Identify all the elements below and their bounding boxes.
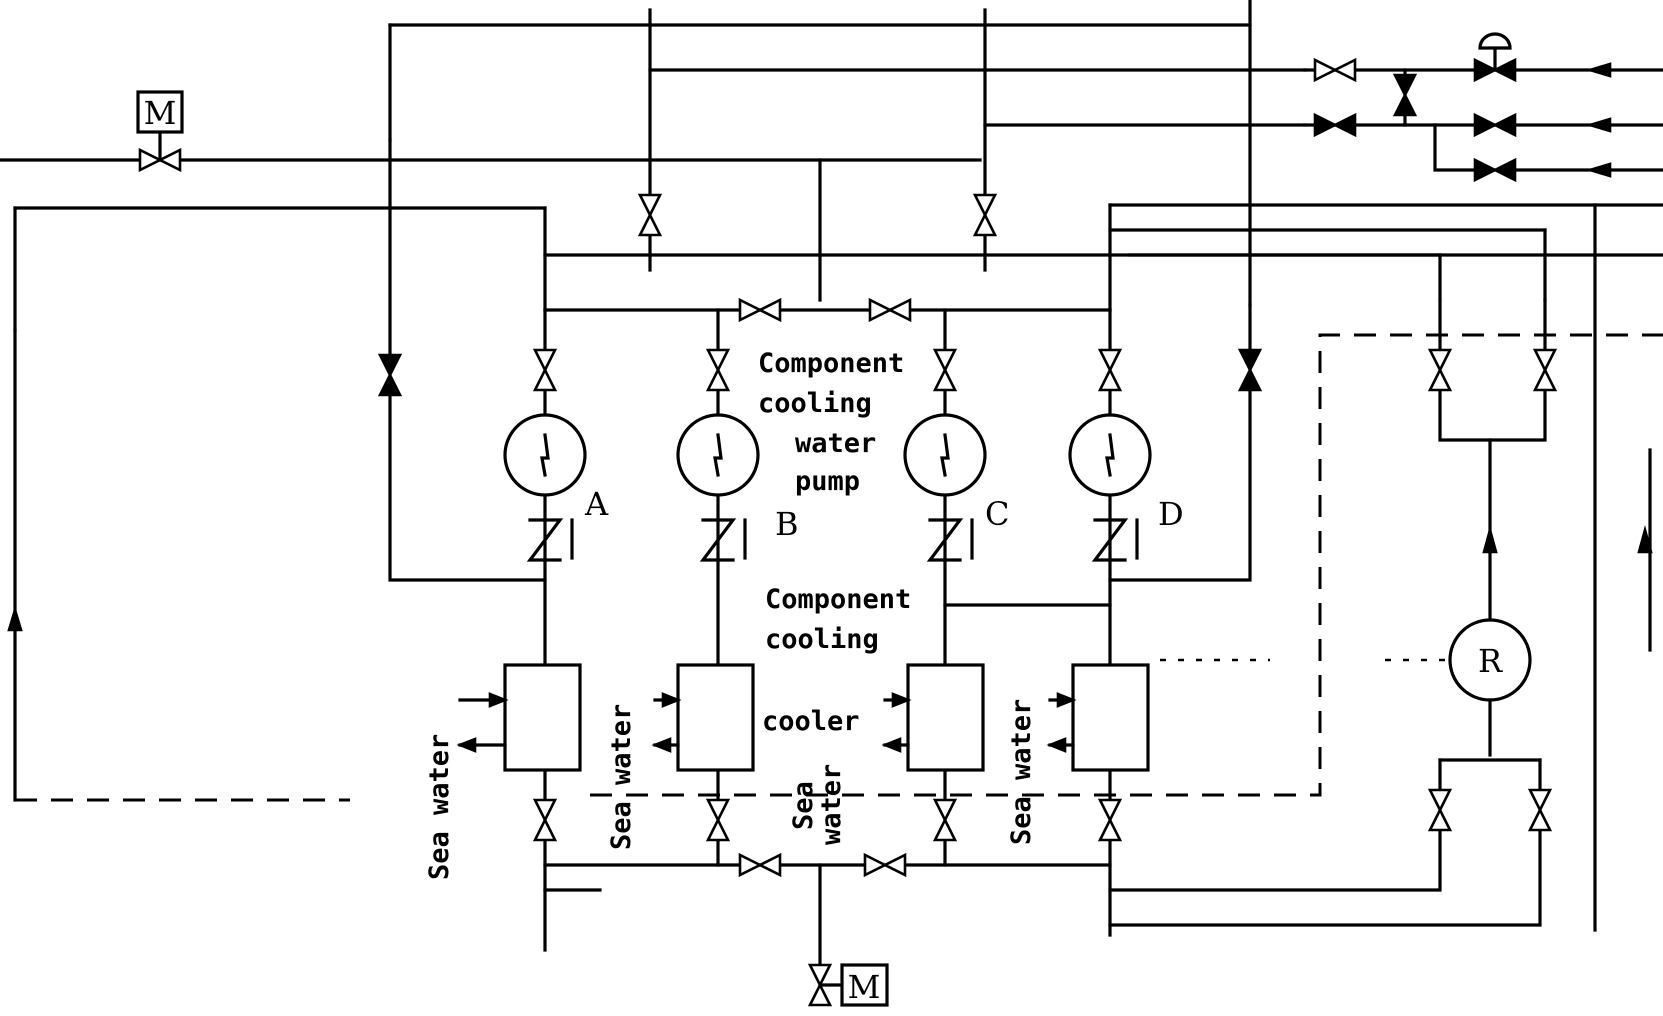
train-b-label: B (775, 505, 799, 543)
cooler-label-line1: Component (765, 584, 911, 615)
train-c-label: C (985, 495, 1009, 533)
cooler-d[interactable] (1071, 663, 1150, 772)
regen-inlet-valve-1[interactable] (1428, 348, 1452, 392)
header-isolation-valve-1[interactable] (738, 298, 782, 322)
cooler-b[interactable] (676, 663, 755, 772)
motor-valve-top-label: M (144, 94, 177, 132)
discharge-headers (543, 193, 1663, 932)
pump-d-suction-valve[interactable] (1098, 348, 1122, 392)
right-bypass-valve[interactable] (1238, 348, 1262, 392)
riser-valve-b[interactable] (638, 193, 662, 237)
sea-water-c-label-line2: water (816, 764, 847, 845)
pump-label-line3: water (795, 428, 876, 459)
motor-valve-bottom-label: M (848, 968, 881, 1006)
motor-valve-top[interactable]: M (136, 90, 184, 172)
pump-label-line4: pump (795, 466, 860, 497)
pump-c-suction-valve[interactable] (933, 348, 957, 392)
cooler-label-line2: cooling (765, 624, 879, 655)
pump-b-suction-valve[interactable] (706, 348, 730, 392)
supply-valve-3[interactable] (1473, 113, 1517, 137)
outlet-isolation-valve-2[interactable] (863, 853, 907, 877)
sea-water-a-label: Sea water (424, 734, 455, 880)
train-a-label: A (584, 485, 609, 523)
supply-valve-4[interactable] (1473, 158, 1517, 182)
pump-a-suction-valve[interactable] (533, 348, 557, 392)
pump-train-a: A (456, 308, 609, 952)
cooler-label-line3: cooler (762, 706, 860, 737)
right-supply-valves (1303, 32, 1663, 182)
header-isolation-valve-2[interactable] (868, 298, 912, 322)
pump-label-line2: cooling (758, 388, 872, 419)
labels: Component cooling water pump Component c… (424, 348, 1037, 880)
regen-hx-group: R (1428, 298, 1653, 832)
riser-valve-c[interactable] (973, 193, 997, 237)
pump-b[interactable] (676, 413, 760, 497)
pump-label-line1: Component (758, 348, 904, 379)
pump-train-d: D (1046, 308, 1184, 937)
sea-water-d-label: Sea water (1006, 699, 1037, 845)
train-d-label: D (1158, 495, 1184, 533)
pump-c[interactable] (903, 413, 987, 497)
cooler-b-outlet-valve[interactable] (706, 798, 730, 842)
outlet-isolation-valve-1[interactable] (738, 853, 782, 877)
sea-water-c-label-line1: Sea (788, 781, 819, 830)
motor-valve-bottom[interactable]: M (808, 963, 889, 1007)
regen-outlet-valve-2[interactable] (1528, 788, 1552, 832)
pump-d[interactable] (1068, 413, 1152, 497)
regen-inlet-valve-2[interactable] (1533, 348, 1557, 392)
left-bypass-valve[interactable] (378, 353, 402, 397)
cooler-d-outlet-valve[interactable] (1098, 798, 1122, 842)
pump-train-b: B (651, 308, 799, 867)
pump-train-c: C (881, 308, 1009, 867)
cooler-c[interactable] (906, 663, 985, 772)
cooler-c-outlet-valve[interactable] (933, 798, 957, 842)
regen-hx-label: R (1478, 642, 1503, 680)
cooler-a-outlet-valve[interactable] (533, 798, 557, 842)
signal-lines (15, 333, 1663, 802)
supply-valve-2[interactable] (1313, 113, 1357, 137)
sea-water-b-label: Sea water (606, 704, 637, 850)
cooler-a[interactable] (503, 663, 582, 772)
pump-a[interactable] (503, 413, 587, 497)
bypass-valve[interactable] (1393, 73, 1417, 117)
bypass-lines (7, 138, 1262, 802)
supply-valve-1[interactable] (1313, 58, 1357, 82)
regen-outlet-valve-1[interactable] (1428, 788, 1452, 832)
